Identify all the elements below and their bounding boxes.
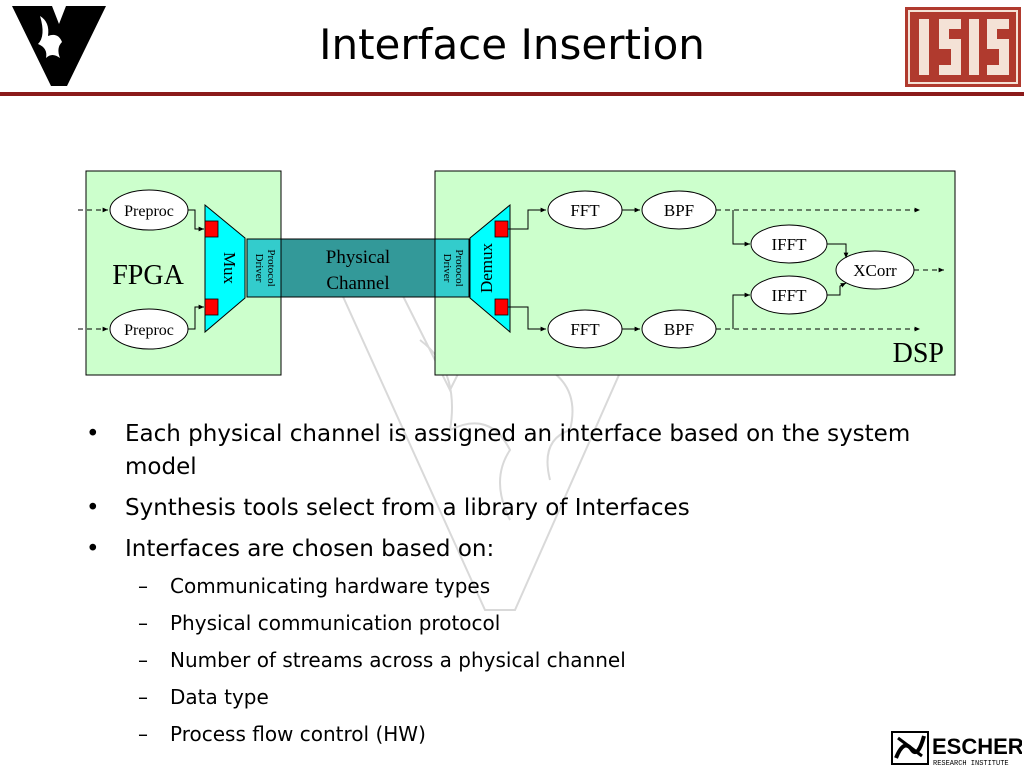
fpga-label: FPGA [112, 260, 184, 291]
sub-bullet-glyph: – [138, 722, 148, 746]
bullet-item: • Synthesis tools select from a library … [86, 492, 946, 525]
preproc-to-mux-top [188, 209, 204, 232]
right-driver-line2: Driver [441, 254, 453, 283]
demux-port-top [494, 220, 509, 238]
preproc-to-mux-bottom [188, 304, 204, 330]
sub-bullet-glyph: – [138, 611, 148, 635]
ifft-to-xcorr-bottom [827, 282, 847, 296]
left-driver-line1: Protocol [265, 249, 277, 286]
bullet-list: • Each physical channel is assigned an i… [86, 418, 946, 753]
mux-label: Mux [220, 252, 239, 285]
bullet-item: • Interfaces are chosen based on: [86, 533, 946, 566]
bpf-to-ifft-bottom [732, 292, 750, 329]
demux-label: Demux [477, 242, 496, 293]
title-divider [0, 92, 1024, 96]
sub-bullet-item: – Physical communication protocol [86, 605, 946, 642]
vanderbilt-v-logo [12, 6, 106, 86]
sub-bullet-item: – Data type [86, 679, 946, 716]
sub-bullet-text: Physical communication protocol [170, 611, 501, 635]
demux-to-fft-bottom [508, 306, 546, 332]
demux-port-bottom [494, 298, 509, 316]
ifft-bottom-label: IFFT [772, 286, 808, 305]
sub-bullet-text: Data type [170, 685, 269, 709]
mux-port-bottom [204, 298, 219, 316]
left-driver-line2: Driver [253, 254, 265, 283]
fft-top-label: FFT [570, 201, 600, 220]
interface-diagram: Physical Channel Protocol Driver Protoco… [78, 170, 956, 376]
sub-bullet-item: – Number of streams across a physical ch… [86, 642, 946, 679]
isis-logo [905, 7, 1021, 87]
bpf-to-ifft-top [732, 210, 750, 247]
ifft-to-xcorr-top [827, 243, 849, 258]
bullet-glyph: • [86, 495, 100, 521]
left-protocol-driver [246, 238, 282, 298]
fft-bottom-label: FFT [570, 320, 600, 339]
bullet-text: Each physical channel is assigned an int… [125, 421, 911, 480]
bpf-bottom-label: BPF [664, 320, 694, 339]
sub-bullet-item: – Process flow control (HW) [86, 716, 946, 753]
escher-brand: ESCHER [932, 734, 1022, 759]
page-title: Interface Insertion [319, 20, 705, 69]
sub-bullet-glyph: – [138, 574, 148, 598]
bullet-text: Interfaces are chosen based on: [125, 536, 495, 562]
escher-logo: ESCHER RESEARCH INSTITUTE [891, 731, 1022, 768]
right-protocol-driver [434, 238, 470, 298]
mux-port-top [204, 220, 219, 238]
right-driver-line1: Protocol [453, 249, 465, 286]
preproc-bottom-label: Preproc [124, 322, 174, 339]
demux-to-fft-top [508, 207, 546, 230]
escher-tagline: RESEARCH INSTITUTE [933, 760, 1009, 768]
bpf-top-label: BPF [664, 201, 694, 220]
bullet-glyph: • [86, 536, 100, 562]
sub-bullet-text: Communicating hardware types [170, 574, 491, 598]
bullet-text: Synthesis tools select from a library of… [125, 495, 690, 521]
preproc-top-label: Preproc [124, 203, 174, 220]
bullet-glyph: • [86, 421, 100, 447]
channel-label-line2: Channel [326, 273, 389, 294]
sub-bullet-text: Process flow control (HW) [170, 722, 426, 746]
sub-bullet-text: Number of streams across a physical chan… [170, 648, 626, 672]
sub-bullet-glyph: – [138, 685, 148, 709]
xcorr-label: XCorr [853, 261, 897, 280]
channel-label-line1: Physical [326, 247, 390, 268]
bullet-item: • Each physical channel is assigned an i… [86, 418, 946, 484]
ifft-top-label: IFFT [772, 235, 808, 254]
sub-bullet-glyph: – [138, 648, 148, 672]
dsp-label: DSP [893, 338, 944, 369]
sub-bullet-item: – Communicating hardware types [86, 568, 946, 605]
